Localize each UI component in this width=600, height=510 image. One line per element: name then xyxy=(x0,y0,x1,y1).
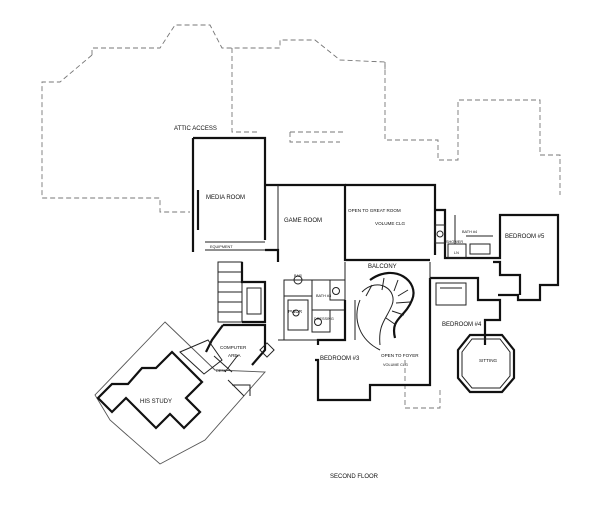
bedroom4-label: BEDROOM #4 xyxy=(442,322,482,328)
dressing-label: DRESSING xyxy=(314,317,334,321)
bedroom4-closet xyxy=(435,282,467,306)
bedroom3-walls xyxy=(316,300,356,345)
sitting-bay xyxy=(456,333,516,394)
bedroom3-label: BEDROOM #3 xyxy=(320,356,360,362)
media-room-walls xyxy=(191,136,267,252)
sitting-label: SITTING xyxy=(479,358,498,363)
volume-clg-label-2: VOLUME CLG xyxy=(383,363,408,367)
floor-caption: SECOND FLOOR xyxy=(330,474,379,480)
game-room-label: GAME ROOM xyxy=(284,218,322,224)
computer-area xyxy=(205,323,275,373)
roof-outline xyxy=(41,24,561,409)
lower-stairs xyxy=(217,261,267,324)
bath4-fixtures xyxy=(434,215,493,259)
his-study-label: HIS STUDY xyxy=(140,399,172,405)
equipment-label: EQUIPMENT xyxy=(210,245,233,249)
desk-label: DESK xyxy=(216,369,227,373)
balcony-label: BALCONY xyxy=(368,264,397,270)
ln-label: LN xyxy=(454,251,459,255)
computer-area-label-2: AREA xyxy=(228,353,241,358)
bath4-label: BATH #4 xyxy=(462,230,477,234)
service-rooms xyxy=(278,275,346,341)
bar-label: BAR xyxy=(294,274,302,278)
media-room-label: MEDIA ROOM xyxy=(206,195,245,201)
attic-access-label: ATTIC ACCESS xyxy=(174,126,217,132)
volume-clg-label-1: VOLUME CLG xyxy=(375,221,406,226)
open-great-room-label: OPEN TO GREAT ROOM xyxy=(348,208,401,213)
curved-stair xyxy=(356,271,415,351)
bath3-label: BATH #3 xyxy=(316,294,331,298)
pwdr-label: PWDR xyxy=(288,309,303,314)
shower-label: SHOWER xyxy=(446,240,463,244)
computer-area-label-1: COMPUTER xyxy=(220,345,247,350)
his-study xyxy=(94,321,266,465)
open-foyer-label: OPEN TO FOYER xyxy=(381,353,419,358)
bedroom5-label: BEDROOM #5 xyxy=(505,234,545,240)
